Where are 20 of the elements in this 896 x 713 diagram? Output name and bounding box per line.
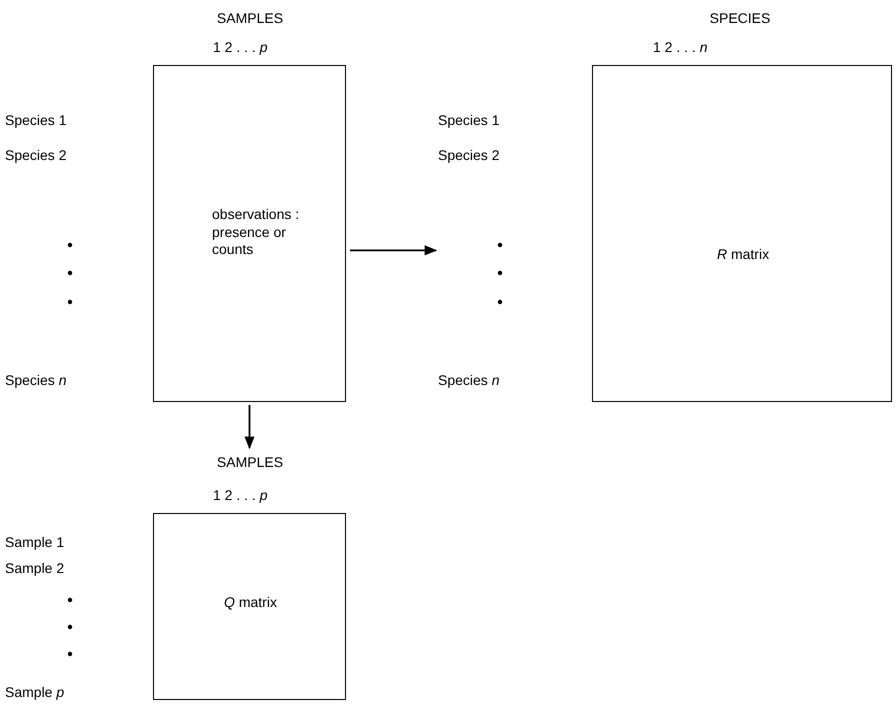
column-heading: SPECIES — [710, 9, 770, 28]
matrix-text: R matrix — [716, 246, 770, 264]
row-label: Species 1 — [438, 111, 500, 130]
column-heading: SAMPLES — [216, 9, 284, 28]
arrow — [350, 245, 438, 256]
column-heading: SAMPLES — [216, 453, 284, 472]
row-label: Species 2 — [5, 146, 66, 165]
column-index: 1 2 . . . p — [213, 38, 268, 57]
row-label: Sample 1 — [5, 533, 64, 552]
arrow — [244, 405, 255, 450]
row-label: Species n — [5, 371, 66, 390]
matrix-text: observations : presence or counts — [212, 206, 300, 258]
row-label: Species 1 — [5, 111, 66, 130]
row-label: Species 2 — [438, 146, 500, 165]
row-label: Species n — [438, 371, 500, 390]
column-index: 1 2 . . . p — [213, 486, 268, 505]
row-label: Sample 2 — [5, 559, 64, 578]
row-label: Sample p — [5, 683, 64, 702]
matrix-text: Q matrix — [223, 594, 278, 612]
column-index: 1 2 . . . n — [653, 38, 708, 57]
